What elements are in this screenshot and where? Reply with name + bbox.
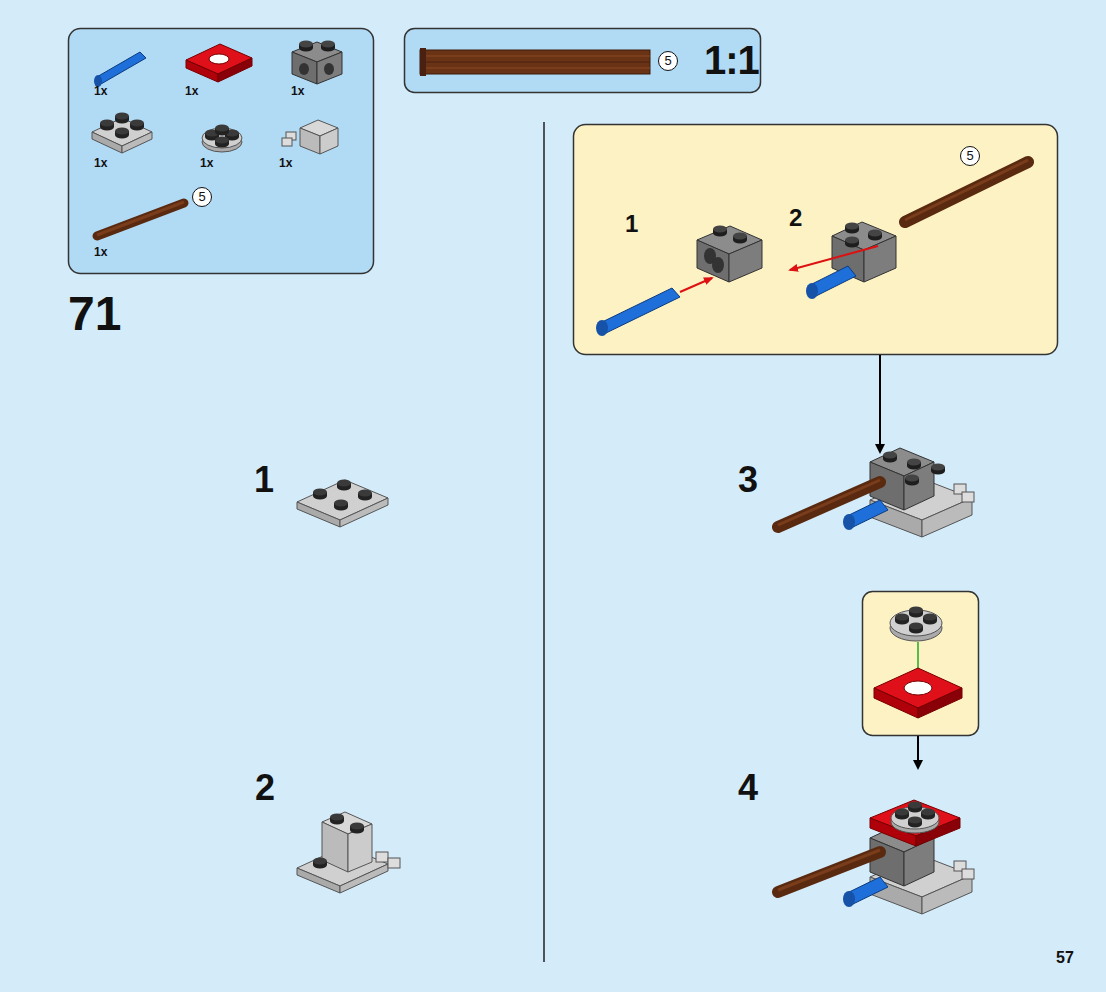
- callout-number: 5: [192, 187, 212, 207]
- quantity-label: 1x: [279, 157, 292, 169]
- quantity-label: 1x: [185, 85, 198, 97]
- step-number: 71: [68, 290, 121, 338]
- parts-list-box: 1x 1x 1x 1x 1x 1x 1x 5: [68, 28, 374, 274]
- red-plate: [186, 44, 252, 82]
- blue-pin: [94, 52, 146, 87]
- subassembly-box: 1 2 5: [573, 124, 1058, 355]
- callout-number: 5: [658, 51, 678, 71]
- bracket-brick: [282, 120, 338, 154]
- step-number: 4: [738, 770, 758, 806]
- step-1-plate: [297, 480, 388, 528]
- substep-number: 2: [789, 206, 802, 230]
- scale-label: 1:1: [704, 40, 759, 80]
- step-number: 3: [738, 462, 758, 498]
- dark-brick: [292, 41, 342, 85]
- step-number: 2: [255, 770, 275, 806]
- divider: [543, 122, 545, 962]
- scale-panel: [405, 29, 761, 93]
- quantity-label: 1x: [200, 157, 213, 169]
- quantity-label: 1x: [94, 85, 107, 97]
- subassembly-panel: [574, 125, 1058, 355]
- round-plate: [202, 125, 242, 153]
- sub-step-1: [596, 226, 762, 337]
- quantity-label: 1x: [291, 85, 304, 97]
- brown-bar: [97, 202, 184, 236]
- sub-step-2: [790, 160, 1028, 299]
- inset-parts: [874, 607, 962, 719]
- light-plate: [92, 113, 152, 154]
- callout-number: 5: [960, 146, 980, 166]
- quantity-label: 1x: [94, 157, 107, 169]
- scale-box: 5 1:1: [404, 28, 761, 93]
- brown-bar-scale: [420, 48, 650, 76]
- parts-panel: [69, 29, 374, 274]
- step-number: 1: [254, 462, 274, 498]
- step-2-assembly: [297, 812, 400, 893]
- page-number: 57: [1056, 950, 1074, 966]
- quantity-label: 1x: [94, 246, 107, 258]
- inset-panel: [863, 592, 979, 736]
- substep-number: 1: [625, 212, 638, 236]
- step-4-assembly: [778, 800, 974, 914]
- step-3-assembly: [778, 448, 974, 537]
